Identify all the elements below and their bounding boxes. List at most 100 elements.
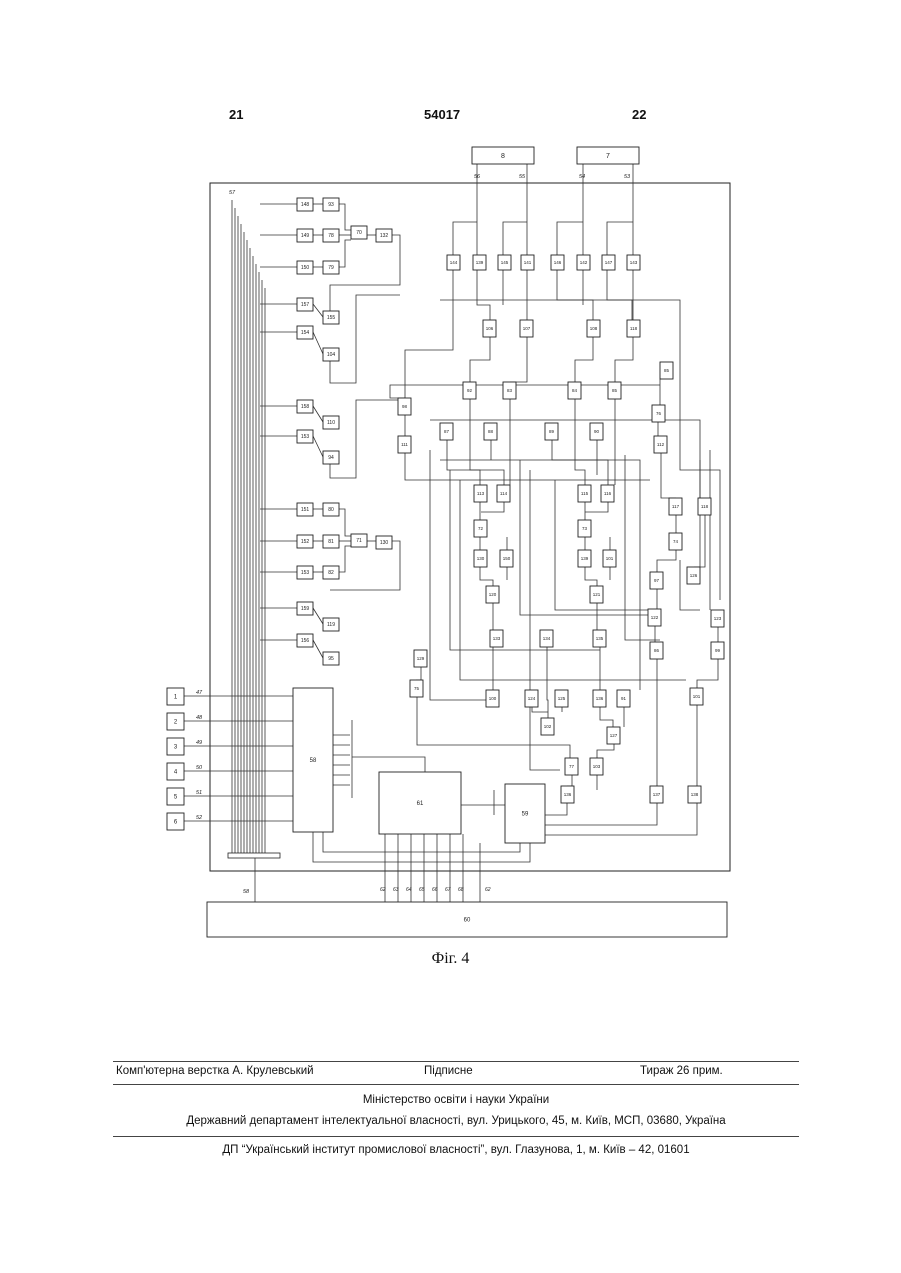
block-85-r2: 85 (660, 362, 673, 379)
svg-text:80: 80 (328, 507, 334, 513)
svg-text:72: 72 (478, 526, 484, 531)
svg-text:139: 139 (581, 556, 589, 561)
footer-department: Державний департамент інтелектуальної вл… (113, 1115, 799, 1127)
block-150: 150 (297, 261, 313, 274)
svg-text:130: 130 (380, 540, 389, 546)
wire-label-47: 47 (196, 690, 203, 696)
block-144-top: 144 (447, 255, 460, 270)
svg-text:101: 101 (606, 556, 614, 561)
bus-label-62: 62 (485, 887, 491, 893)
block-101-r6-10: 101 (690, 688, 703, 705)
svg-text:77: 77 (569, 764, 575, 769)
svg-text:149: 149 (301, 233, 310, 239)
wire-label-50: 50 (196, 765, 203, 771)
block-113-r4-0: 113 (474, 485, 487, 502)
svg-text:75: 75 (414, 686, 420, 691)
block-70: 70 (351, 226, 367, 239)
bottom-wire-label-65-3: 65 (419, 887, 425, 893)
svg-text:87: 87 (444, 429, 450, 434)
footer-rule-top (113, 1061, 799, 1062)
svg-text:153: 153 (301, 570, 310, 576)
block-149: 149 (297, 229, 313, 242)
svg-text:84: 84 (572, 388, 578, 393)
svg-text:159: 159 (301, 606, 310, 612)
block-126-r5-5: 126 (687, 567, 700, 584)
svg-text:130: 130 (477, 556, 485, 561)
block-141-top: 141 (521, 255, 534, 270)
svg-text:156: 156 (301, 638, 310, 644)
block-74-r4-8: 74 (669, 533, 682, 550)
block-82-g4: 82 (323, 566, 339, 579)
wire-label-53: 53 (624, 174, 631, 180)
block-132: 132 (376, 229, 392, 242)
block-111-r3-5: 111 (398, 436, 411, 453)
bottom-wire-label-64-2: 64 (406, 887, 412, 893)
bottom-wire-label-63-1: 63 (393, 887, 399, 893)
block-123-r5-9: 123 (711, 610, 724, 627)
block-99-r5-11: 99 (711, 642, 724, 659)
bottom-wire-label-62-0: 62 (380, 887, 386, 893)
svg-text:151: 151 (301, 507, 310, 513)
block-102-r6-11: 102 (541, 718, 554, 735)
svg-text:58: 58 (310, 758, 317, 764)
block-92-r3-0: 92 (463, 382, 476, 399)
block-72-r4-6: 72 (474, 520, 487, 537)
block-88-r3-7: 88 (484, 423, 497, 440)
block-137-r6-16: 137 (650, 786, 663, 803)
block-148: 148 (297, 198, 313, 211)
svg-text:115: 115 (581, 491, 589, 496)
svg-text:74: 74 (673, 539, 679, 544)
bottom-wire-label-66-4: 66 (432, 887, 438, 893)
svg-text:92: 92 (467, 388, 473, 393)
block-80-g4: 80 (323, 503, 339, 516)
svg-text:71: 71 (356, 538, 362, 544)
svg-text:7: 7 (606, 153, 610, 160)
svg-text:103: 103 (593, 764, 601, 769)
block-94-g3: 94 (323, 451, 339, 464)
block-154: 154 (297, 326, 313, 339)
svg-text:89: 89 (549, 429, 555, 434)
block-7: 7 (577, 147, 639, 164)
svg-text:93: 93 (328, 202, 334, 208)
svg-text:107: 107 (523, 326, 531, 331)
block-152-g4: 152 (297, 535, 313, 548)
svg-text:126: 126 (690, 573, 698, 578)
block-110-g3: 110 (323, 416, 339, 429)
svg-text:76: 76 (656, 411, 662, 416)
footer-print-run: Тираж 26 прим. (640, 1065, 723, 1077)
block-90-r3-9: 90 (590, 423, 603, 440)
wire-label-52: 52 (196, 815, 202, 821)
block-91-r6-9: 91 (617, 690, 630, 707)
block-157: 157 (297, 298, 313, 311)
wire-label-51: 51 (196, 790, 202, 796)
svg-text:124: 124 (528, 696, 536, 701)
block-116-r4-3: 116 (601, 485, 614, 502)
svg-text:120: 120 (489, 592, 497, 597)
svg-text:136: 136 (596, 696, 604, 701)
block-122-r5-8: 122 (648, 609, 661, 626)
block-97-r5-4: 97 (650, 572, 663, 589)
svg-text:146: 146 (554, 260, 562, 265)
svg-text:86: 86 (654, 648, 660, 653)
svg-text:60: 60 (464, 918, 471, 924)
input-block-2: 2 (167, 713, 184, 730)
block-146-top: 146 (551, 255, 564, 270)
footer-ministry: Міністерство освіти і науки України (113, 1094, 799, 1106)
svg-text:150: 150 (301, 265, 310, 271)
svg-text:121: 121 (593, 592, 601, 597)
block-121-r5-7: 121 (590, 586, 603, 603)
svg-text:78: 78 (328, 233, 334, 239)
wire-label-57: 57 (229, 190, 236, 196)
svg-text:137: 137 (653, 792, 661, 797)
block-100-r6-5: 100 (486, 690, 499, 707)
block-127-r6-12: 127 (607, 727, 620, 744)
svg-text:8: 8 (501, 153, 505, 160)
block-151-g4: 151 (297, 503, 313, 516)
block-108-r2: 108 (587, 320, 600, 337)
block-125-r6-7: 125 (555, 690, 568, 707)
svg-text:145: 145 (501, 260, 509, 265)
block-124-r6-6: 124 (525, 690, 538, 707)
block-101-r5-3: 101 (603, 550, 616, 567)
svg-text:134: 134 (543, 636, 551, 641)
